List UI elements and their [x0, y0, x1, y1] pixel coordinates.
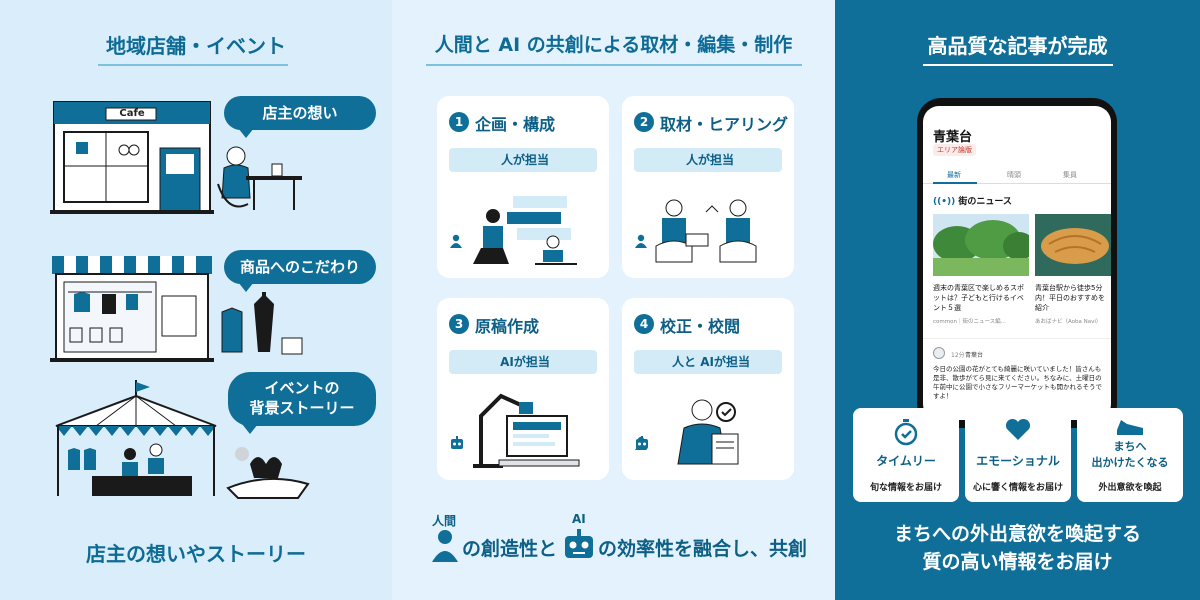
sneaker-icon: [1117, 420, 1143, 435]
tab-latest[interactable]: 最新: [947, 171, 961, 179]
panel2-title-underline: [426, 64, 802, 66]
feature-go-out: まちへ 出かけたくなる 外出意欲を喚起: [1077, 408, 1183, 502]
feature-title: タイムリー: [876, 454, 936, 468]
panel-local-stores: 地域店舗・イベント Cafe 店主の想い: [0, 0, 392, 600]
bubble-event-story: イベントの 背景ストーリー: [228, 372, 376, 434]
post-user: 青葉台: [965, 352, 984, 359]
phone-screen: 青葉台 エリア論版 最新 晴頭 集員 ((•)) 街のニュース 週: [923, 106, 1111, 420]
panel-cocreation: 人間と AI の共創による取材・編集・制作 1 企画・構成 人が担当 2 取材・…: [392, 0, 835, 600]
step-card-proofreading: 4 校正・校閲 人と AIが担当: [622, 298, 794, 480]
feature-timely: タイムリー 旬な情報をお届け: [853, 408, 959, 502]
panel3-title-underline: [923, 64, 1113, 66]
article-title: 週末の青葉区で楽しめるスポットは？子どもと行けるイベント５選: [933, 284, 1024, 312]
step-title: 企画・構成: [475, 115, 556, 134]
step-title: 校正・校閲: [660, 317, 741, 336]
panel1-title-underline: [98, 64, 288, 66]
active-tab-indicator: [933, 182, 977, 184]
tab-second[interactable]: 晴頭: [1007, 171, 1021, 179]
bubble-event-story-line2: 背景ストーリー: [249, 399, 355, 417]
step-number: 2: [634, 112, 654, 132]
step-card-drafting: 3 原稿作成 AIが担当: [437, 298, 609, 480]
app-area-tag-label: エリア論版: [937, 146, 972, 154]
broadcast-icon: ((•)): [933, 197, 956, 207]
community-post[interactable]: 12分 青葉台 今日の公園の花がとても綺麗に咲いていました！皆さんも是非、散歩が…: [923, 338, 1111, 420]
step-role-label: 人が担当: [685, 153, 734, 167]
clothing-shop-illustration: [50, 256, 303, 362]
cafe-illustration: [50, 101, 302, 214]
avatar: [933, 347, 945, 359]
human-label: 人間: [432, 514, 457, 528]
step-title: 原稿作成: [475, 317, 540, 336]
bubble-product-commitment: 商品へのこだわり: [224, 250, 376, 292]
app-tabs: 最新 晴頭 集員: [923, 164, 1111, 184]
heart-icon: [1005, 418, 1031, 440]
post-time: 12分: [951, 352, 965, 359]
feature-title-line2: 出かけたくなる: [1091, 456, 1169, 469]
step-role-label: AIが担当: [500, 355, 550, 369]
article-meta: あおばナビ（Aoba Navi）: [1035, 319, 1102, 325]
feature-desc: 心に響く情報をお届け: [972, 483, 1063, 493]
panel2-title: 人間と AI の共創による取材・編集・制作: [434, 34, 793, 56]
step-title: 取材・ヒアリング: [660, 115, 789, 134]
feature-title: エモーショナル: [976, 454, 1060, 468]
step-card-interview: 2 取材・ヒアリング 人が担当: [622, 96, 794, 278]
panel-quality-article: 高品質な記事が完成 青葉台 エリア論版 最新 晴頭 集員 ((•)) 街のニュー…: [835, 0, 1200, 600]
stopwatch-icon: [894, 419, 918, 446]
footer-text-part1: の創造性と: [462, 538, 558, 560]
post-text: 今日の公園の花がとても綺麗に咲いていました！皆さんも是非、散歩がてら見に来てくだ…: [933, 365, 1102, 400]
app-place-name: 青葉台: [933, 130, 973, 145]
panel2-footer: 人間 の創造性と AI の効率性を融合し、共創: [392, 512, 835, 572]
step-role-label: 人が担当: [500, 153, 549, 167]
feature-emotional: エモーショナル 心に響く情報をお届け: [965, 408, 1071, 502]
park-photo: [933, 214, 1035, 276]
feature-desc: 外出意欲を喚起: [1098, 483, 1162, 493]
smartphone-mockup: 青葉台 エリア論版 最新 晴頭 集員 ((•)) 街のニュース 週: [917, 98, 1117, 428]
section-news-title: ((•)) 街のニュース: [933, 194, 1012, 207]
tab-third[interactable]: 集員: [1063, 171, 1077, 179]
app-area-tag: エリア論版: [933, 144, 976, 156]
cafe-sign: Cafe: [119, 108, 145, 119]
step-number: 1: [449, 112, 469, 132]
panel3-footer-line2: 質の高い情報をお届け: [922, 551, 1113, 573]
event-tent-illustration: [55, 380, 310, 499]
drafting-illustration: [473, 393, 580, 468]
ai-label: AI: [572, 512, 586, 526]
bubble-owner-thoughts: 店主の想い: [224, 96, 376, 138]
step-role-badge: 人が担当: [449, 148, 597, 248]
bubble-event-story-line1: イベントの: [264, 379, 340, 397]
article-card[interactable]: 週末の青葉区で楽しめるスポットは？子どもと行けるイベント５選 common｜街の…: [933, 214, 1035, 325]
croissant-photo: [1035, 214, 1111, 276]
panel1-title: 地域店舗・イベント: [106, 34, 286, 58]
panel1-footer: 店主の想いやストーリー: [86, 542, 306, 566]
robot-icon: [565, 529, 593, 558]
interview-illustration: [655, 199, 757, 263]
person-icon: [432, 530, 458, 562]
planning-illustration: [473, 196, 577, 265]
article-title: 青葉台駅から徒歩5分内！平日のおすすめを紹介: [1035, 284, 1105, 312]
panel3-footer: まちへの外出意欲を喚起する 質の高い情報をお届け: [835, 520, 1200, 576]
section-news-label: 街のニュース: [958, 197, 1012, 207]
step-number: 4: [634, 314, 654, 334]
step-role-badge: AIが担当: [449, 350, 597, 449]
step-role-label: 人と AIが担当: [672, 355, 750, 369]
article-meta: common｜街のニュース編...: [933, 319, 1006, 325]
panel3-title: 高品質な記事が完成: [927, 34, 1108, 58]
feature-title: まちへ: [1113, 440, 1147, 453]
step-number: 3: [449, 314, 469, 334]
panel3-footer-line1: まちへの外出意欲を喚起する: [893, 523, 1141, 545]
footer-text-part2: の効率性を融合し、共創: [598, 538, 808, 560]
proofreading-illustration: [677, 399, 739, 465]
feature-desc: 旬な情報をお届け: [869, 483, 942, 493]
step-card-planning: 1 企画・構成 人が担当: [437, 96, 609, 278]
step-role-badge: 人と AIが担当: [634, 350, 782, 450]
step-role-badge: 人が担当: [634, 148, 782, 248]
article-card[interactable]: 青葉台駅から徒歩5分内！平日のおすすめを紹介 あおばナビ（Aoba Navi）: [1035, 214, 1111, 325]
